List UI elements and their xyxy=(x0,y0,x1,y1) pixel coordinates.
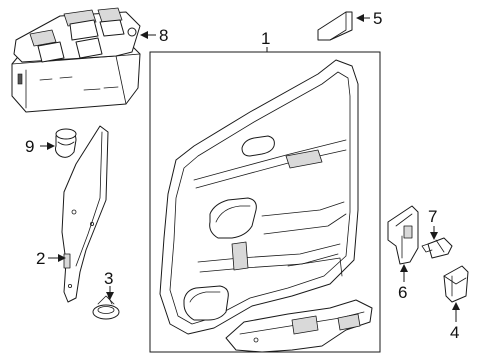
callout-3: 3 xyxy=(104,269,113,288)
callout-6: 6 xyxy=(398,283,407,302)
callout-2: 2 xyxy=(36,249,45,268)
callout-5: 5 xyxy=(373,9,382,28)
door-trim-panel xyxy=(159,59,359,335)
lower-bracket xyxy=(225,299,373,353)
callout-4: 4 xyxy=(450,323,459,342)
callout-9: 9 xyxy=(25,137,34,156)
mounting-bracket xyxy=(387,205,419,265)
callout-7: 7 xyxy=(428,207,437,226)
window-switch-assembly xyxy=(11,7,141,113)
callout-8: 8 xyxy=(159,26,168,45)
push-clip xyxy=(92,295,120,320)
trim-cover xyxy=(317,11,353,41)
assembly-frame xyxy=(149,51,381,353)
bolt-part xyxy=(421,237,453,259)
knob-part xyxy=(55,128,77,158)
insulator-panel xyxy=(61,125,109,303)
retainer-clip xyxy=(443,265,469,303)
callout-1: 1 xyxy=(261,29,270,48)
